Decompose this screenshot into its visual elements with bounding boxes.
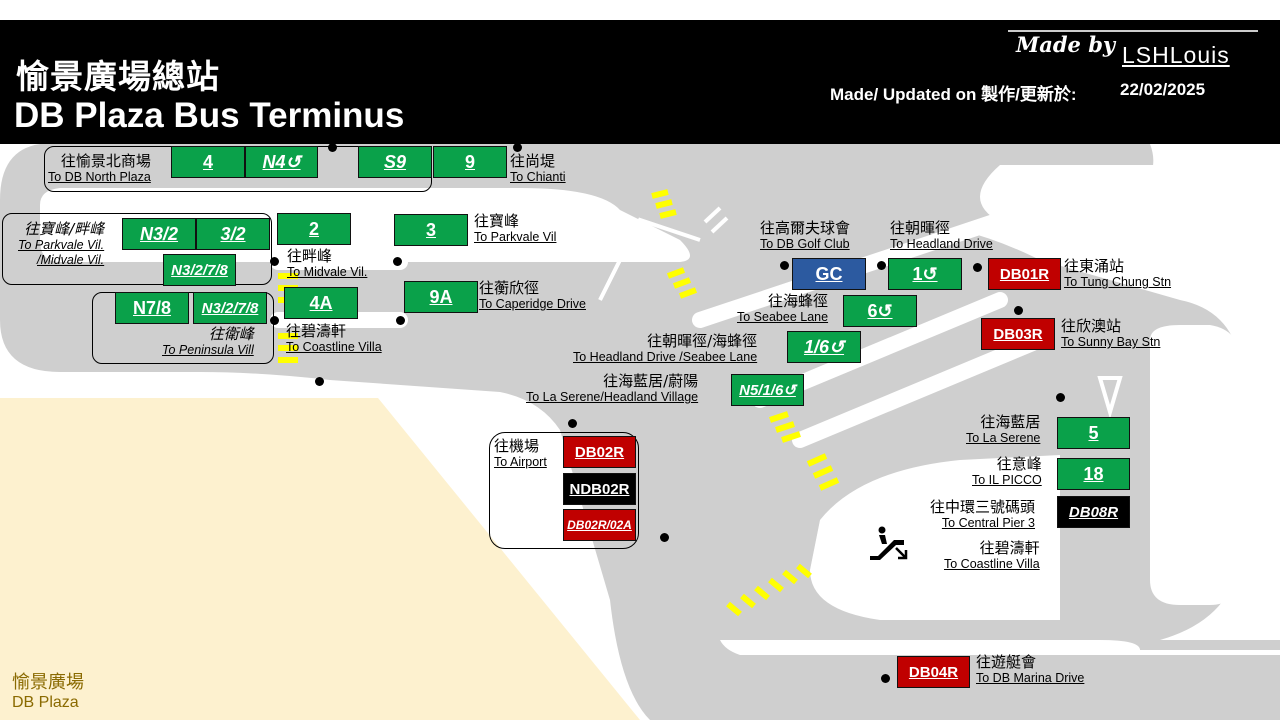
escalator-icon — [870, 526, 908, 560]
route-4[interactable]: 4 — [171, 146, 245, 178]
page-title-zh: 愉景廣場總站 — [16, 57, 220, 96]
dest-la-serene: 往海藍居 To La Serene — [966, 413, 1041, 446]
route-3-2[interactable]: 3/2 — [196, 218, 270, 250]
dest-chianti: 往尚堤 To Chianti — [510, 152, 566, 185]
route-1[interactable]: 1↺ — [888, 258, 962, 290]
island-lower — [720, 640, 1280, 655]
group-airport — [489, 432, 639, 549]
dest-tung-chung: 往東涌站 To Tung Chung Stn — [1064, 257, 1172, 290]
dest-headland: 往朝暉徑 To Headland Drive — [890, 219, 993, 252]
dest-coastline-west: 往碧濤軒 To Coastline Villa — [286, 322, 382, 355]
bus-stop — [881, 674, 890, 683]
island-right-top — [980, 165, 1280, 238]
updated-label: Made/ Updated on 製作/更新於: — [830, 85, 1077, 104]
header-bar — [0, 20, 1280, 144]
route-n7-8[interactable]: N7/8 — [115, 292, 189, 324]
bus-stop — [315, 377, 324, 386]
page-title-en: DB Plaza Bus Terminus — [14, 96, 405, 135]
route-db01r[interactable]: DB01R — [988, 258, 1061, 290]
bus-stop — [973, 263, 982, 272]
route-6[interactable]: 6↺ — [843, 295, 917, 327]
route-n3-2-7-8-b[interactable]: N3/2/7/8 — [193, 292, 267, 324]
bus-stop — [877, 261, 886, 270]
route-2[interactable]: 2 — [277, 213, 351, 245]
route-db08r[interactable]: DB08R — [1057, 496, 1130, 528]
dest-seabee: 往海蜂徑 To Seabee Lane — [737, 292, 829, 325]
bus-stop — [270, 257, 279, 266]
route-db04r[interactable]: DB04R — [897, 656, 970, 688]
dest-marina: 往遊艇會 To DB Marina Drive — [976, 653, 1085, 686]
route-n5-1-6[interactable]: N5/1/6↺ — [731, 374, 804, 406]
route-3[interactable]: 3 — [394, 214, 468, 246]
dest-central-pier: 往中環三號碼頭 To Central Pier 3 — [930, 498, 1036, 531]
route-s9[interactable]: S9 — [358, 146, 432, 178]
group-parkvale — [2, 213, 272, 285]
dest-parkvale: 往寶峰 To Parkvale Vil — [474, 212, 557, 245]
bus-stop — [1014, 306, 1023, 315]
island-east — [1150, 325, 1240, 605]
route-4a[interactable]: 4A — [284, 287, 358, 319]
author-name: LSHLouis — [1122, 42, 1230, 68]
dest-serene-village: 往海藍居/蔚陽 To La Serene/Headland Village — [526, 372, 699, 405]
bus-stop — [270, 316, 279, 325]
made-by-label: Made by — [1016, 32, 1116, 57]
credit-underline — [1008, 30, 1258, 32]
dest-parkvale-midvale: 往寶峰/畔峰 To Parkvale Vil. /Midvale Vil. — [18, 220, 105, 267]
island-south — [810, 455, 1060, 620]
dest-airport: 往機場 To Airport — [494, 437, 547, 470]
bus-stop — [660, 533, 669, 542]
dest-midvale: 往畔峰 To Midvale Vil. — [287, 247, 368, 280]
dest-headland-seabee: 往朝暉徑/海蜂徑 To Headland Drive /Seabee Lane — [573, 332, 758, 365]
bus-stop — [393, 257, 402, 266]
plaza-name-en: DB Plaza — [12, 694, 79, 711]
dest-caperidge: 往蘅欣徑 To Caperidge Drive — [479, 279, 586, 312]
route-gc[interactable]: GC — [792, 258, 866, 290]
dest-golf-club: 往高爾夫球會 To DB Golf Club — [760, 219, 851, 252]
route-18[interactable]: 18 — [1057, 458, 1130, 490]
route-db02r-02a[interactable]: DB02R/02A — [563, 509, 636, 541]
bus-stop — [780, 261, 789, 270]
dest-coastline-east: 往碧濤軒 To Coastline Villa — [944, 539, 1040, 572]
bus-stop — [568, 419, 577, 428]
route-9a[interactable]: 9A — [404, 281, 478, 313]
route-1-6[interactable]: 1/6↺ — [787, 331, 861, 363]
dest-peninsula: 往衛峰 To Peninsula Vill — [162, 325, 254, 358]
bus-stop — [396, 316, 405, 325]
route-n3-2[interactable]: N3/2 — [122, 218, 196, 250]
updated-date: 22/02/2025 — [1120, 80, 1206, 99]
plaza-name-zh: 愉景廣場 — [12, 672, 84, 693]
route-5[interactable]: 5 — [1057, 417, 1130, 449]
bus-stop — [513, 143, 522, 152]
dest-sunny-bay: 往欣澳站 To Sunny Bay Stn — [1061, 317, 1161, 350]
plaza-area — [0, 398, 640, 720]
route-db02r[interactable]: DB02R — [563, 436, 636, 468]
route-ndb02r[interactable]: NDB02R — [563, 473, 636, 505]
bus-stop — [328, 143, 337, 152]
dest-il-picco: 往意峰 To IL PICCO — [972, 455, 1042, 488]
route-n4[interactable]: N4↺ — [245, 146, 318, 178]
dest-north-plaza: 往愉景北商場 To DB North Plaza — [48, 152, 151, 185]
zebra-crossings — [278, 189, 840, 617]
route-db03r[interactable]: DB03R — [981, 318, 1055, 350]
bus-stop — [1056, 393, 1065, 402]
route-n3-2-7-8[interactable]: N3/2/7/8 — [163, 254, 236, 286]
road-arrows — [598, 206, 1123, 420]
route-9[interactable]: 9 — [433, 146, 507, 178]
